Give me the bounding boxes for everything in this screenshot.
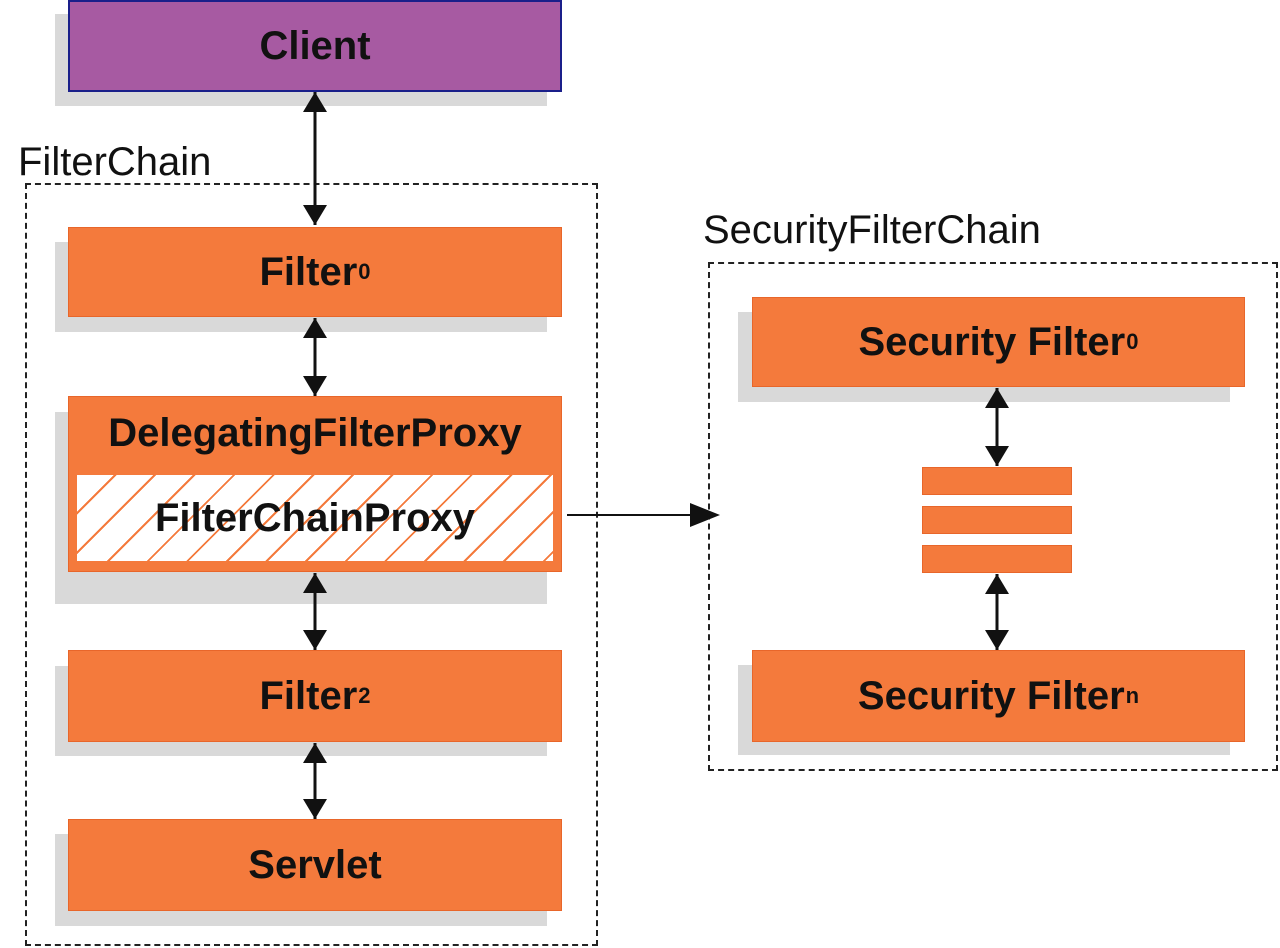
filter2-subscript: 2 (358, 683, 371, 708)
client-box: Client (68, 0, 562, 92)
security-filtern-label: Security Filter (857, 673, 1125, 718)
filter2-label: Filter (259, 673, 358, 718)
security-filtern-subscript: n (1125, 683, 1140, 708)
filterchain-label: FilterChain (18, 140, 212, 184)
delegating-filter-proxy-label: DelegatingFilterProxy (108, 410, 522, 455)
filterchain-frame (25, 183, 598, 946)
servlet-label: Servlet (248, 842, 382, 887)
filter-stack-bar-2 (922, 506, 1072, 534)
security-filter0-label: Security Filter (858, 319, 1126, 364)
securityfilterchain-label: SecurityFilterChain (703, 208, 1041, 252)
filter-stack-bar-1 (922, 467, 1072, 495)
filter-chain-proxy-label: FilterChainProxy (154, 495, 476, 540)
filter-stack-bar-3 (922, 545, 1072, 573)
security-filter0-subscript: 0 (1126, 329, 1139, 354)
delegating-filter-proxy-box: DelegatingFilterProxy FilterChainProxy (68, 396, 562, 572)
client-label: Client (259, 23, 371, 68)
servlet-box: Servlet (68, 819, 562, 911)
filter0-subscript: 0 (358, 259, 371, 284)
filter0-label: Filter (259, 249, 358, 294)
filter-chain-proxy-box: FilterChainProxy (75, 473, 555, 563)
